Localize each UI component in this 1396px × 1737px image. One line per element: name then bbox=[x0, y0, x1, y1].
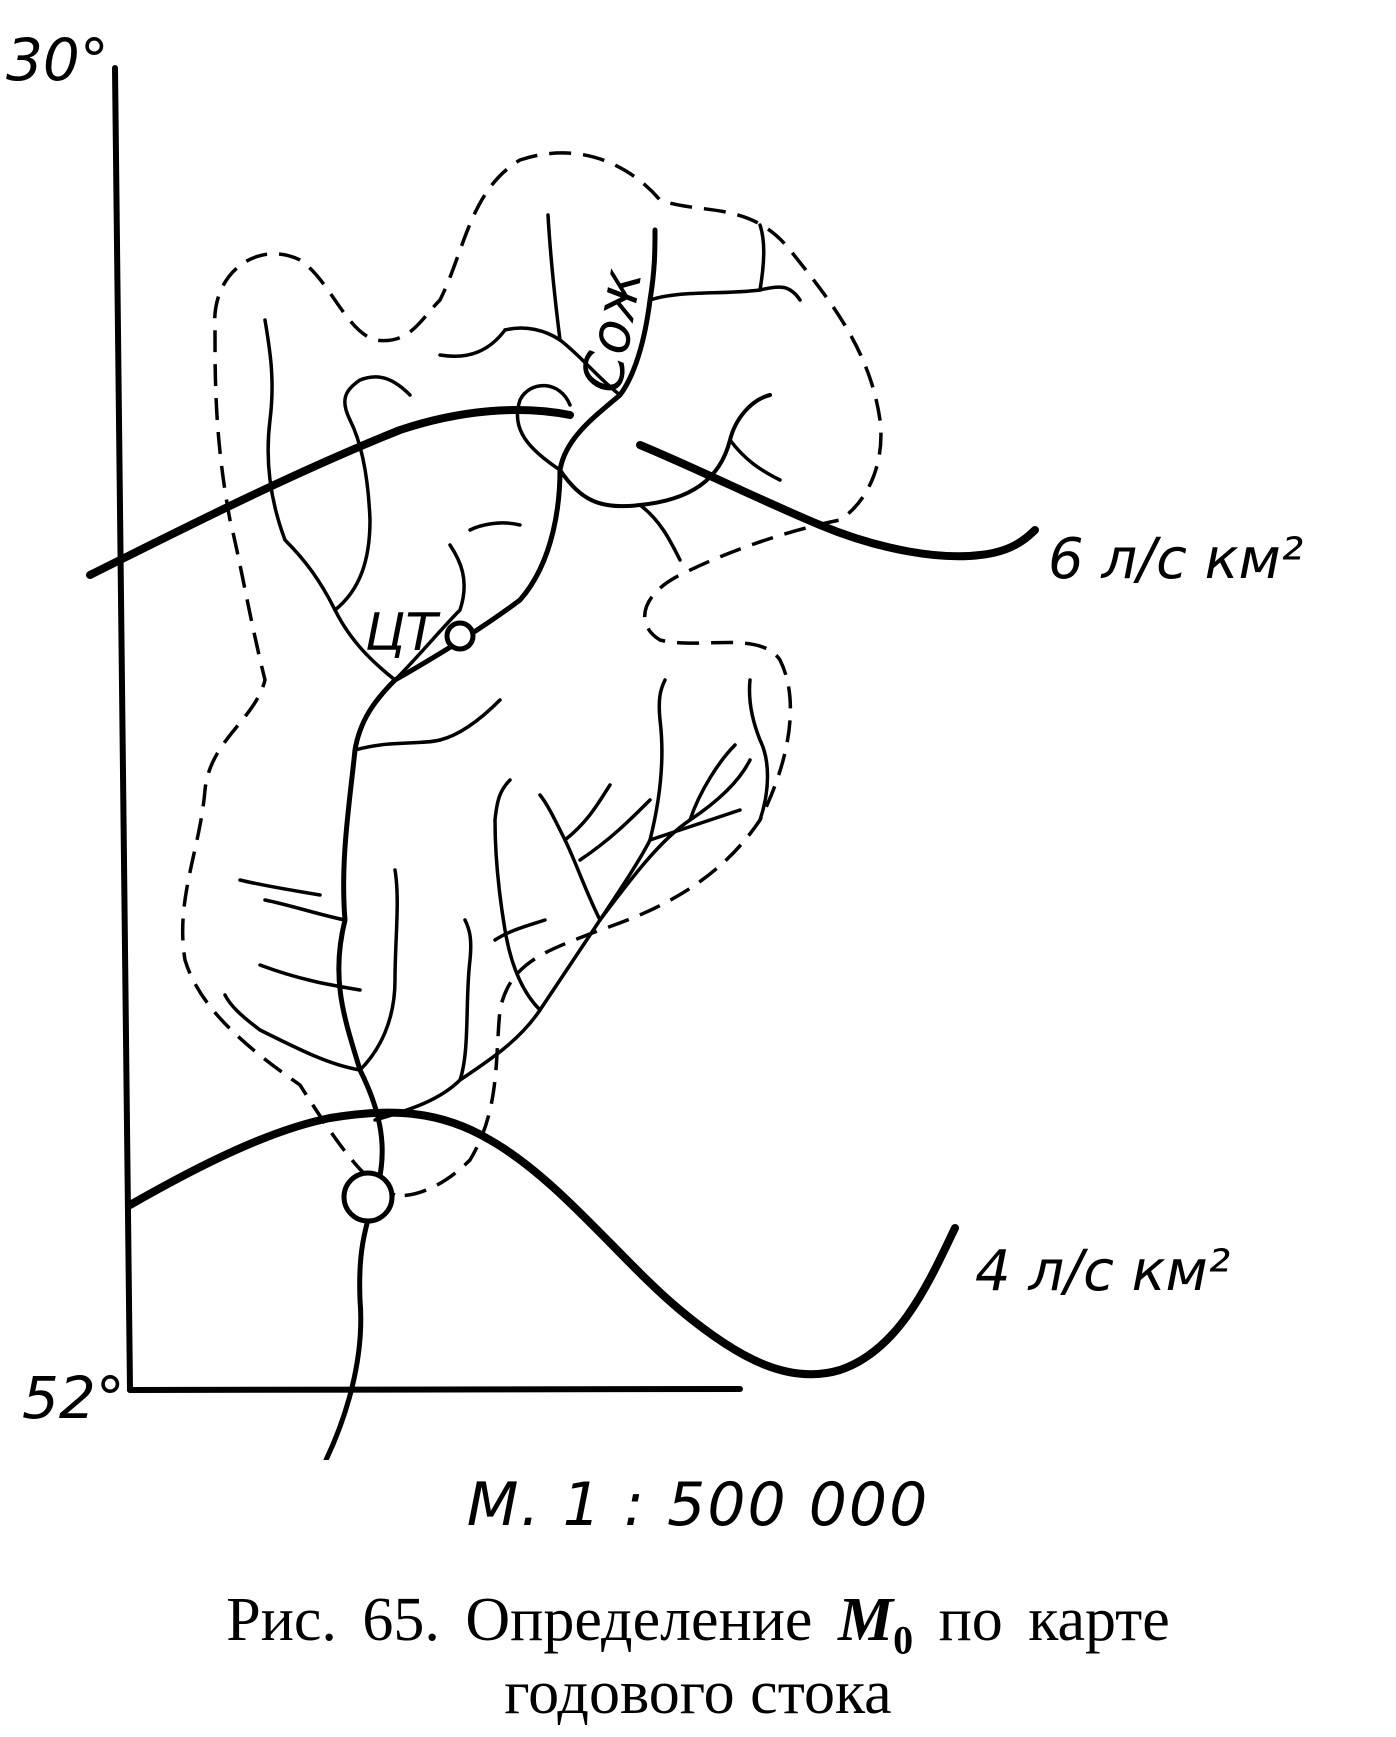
figure-caption-line2: годового стока bbox=[504, 1659, 892, 1727]
caption-prefix: Рис. 65. Определение bbox=[226, 1586, 813, 1654]
isoline-6 bbox=[86, 406, 574, 579]
runoff-isolines bbox=[86, 406, 1039, 1379]
basin-boundary bbox=[180, 151, 883, 1198]
runoff-map: 30° 52° Сож ЦТ 6 л/с км² 4 л/с км² bbox=[6, 26, 1303, 1460]
caption-symbol: M0 bbox=[837, 1586, 913, 1662]
lat-label-top: 30° bbox=[6, 26, 109, 94]
map-scale: М. 1 : 500 000 bbox=[466, 1470, 930, 1540]
centroid-label: ЦТ bbox=[365, 603, 441, 663]
river-name-label: Сож bbox=[570, 264, 656, 397]
caption-symbol-sub: 0 bbox=[893, 1617, 914, 1663]
map-frame bbox=[112, 65, 743, 1393]
centroid-point bbox=[444, 620, 476, 652]
outlet-point bbox=[341, 1170, 395, 1224]
isoline-upper-label: 6 л/с км² bbox=[1048, 527, 1303, 592]
figure-caption-line1: Рис. 65. Определение M0 по карте bbox=[0, 1585, 1396, 1663]
caption-symbol-main: M bbox=[837, 1586, 894, 1654]
isoline-4 bbox=[126, 1108, 959, 1379]
caption-suffix: по карте bbox=[938, 1586, 1170, 1654]
lat-label-bottom: 52° bbox=[22, 1364, 125, 1432]
isoline-lower-label: 4 л/с км² bbox=[975, 1239, 1230, 1304]
isoline-6-east bbox=[636, 441, 1039, 561]
river-network bbox=[223, 213, 802, 1460]
